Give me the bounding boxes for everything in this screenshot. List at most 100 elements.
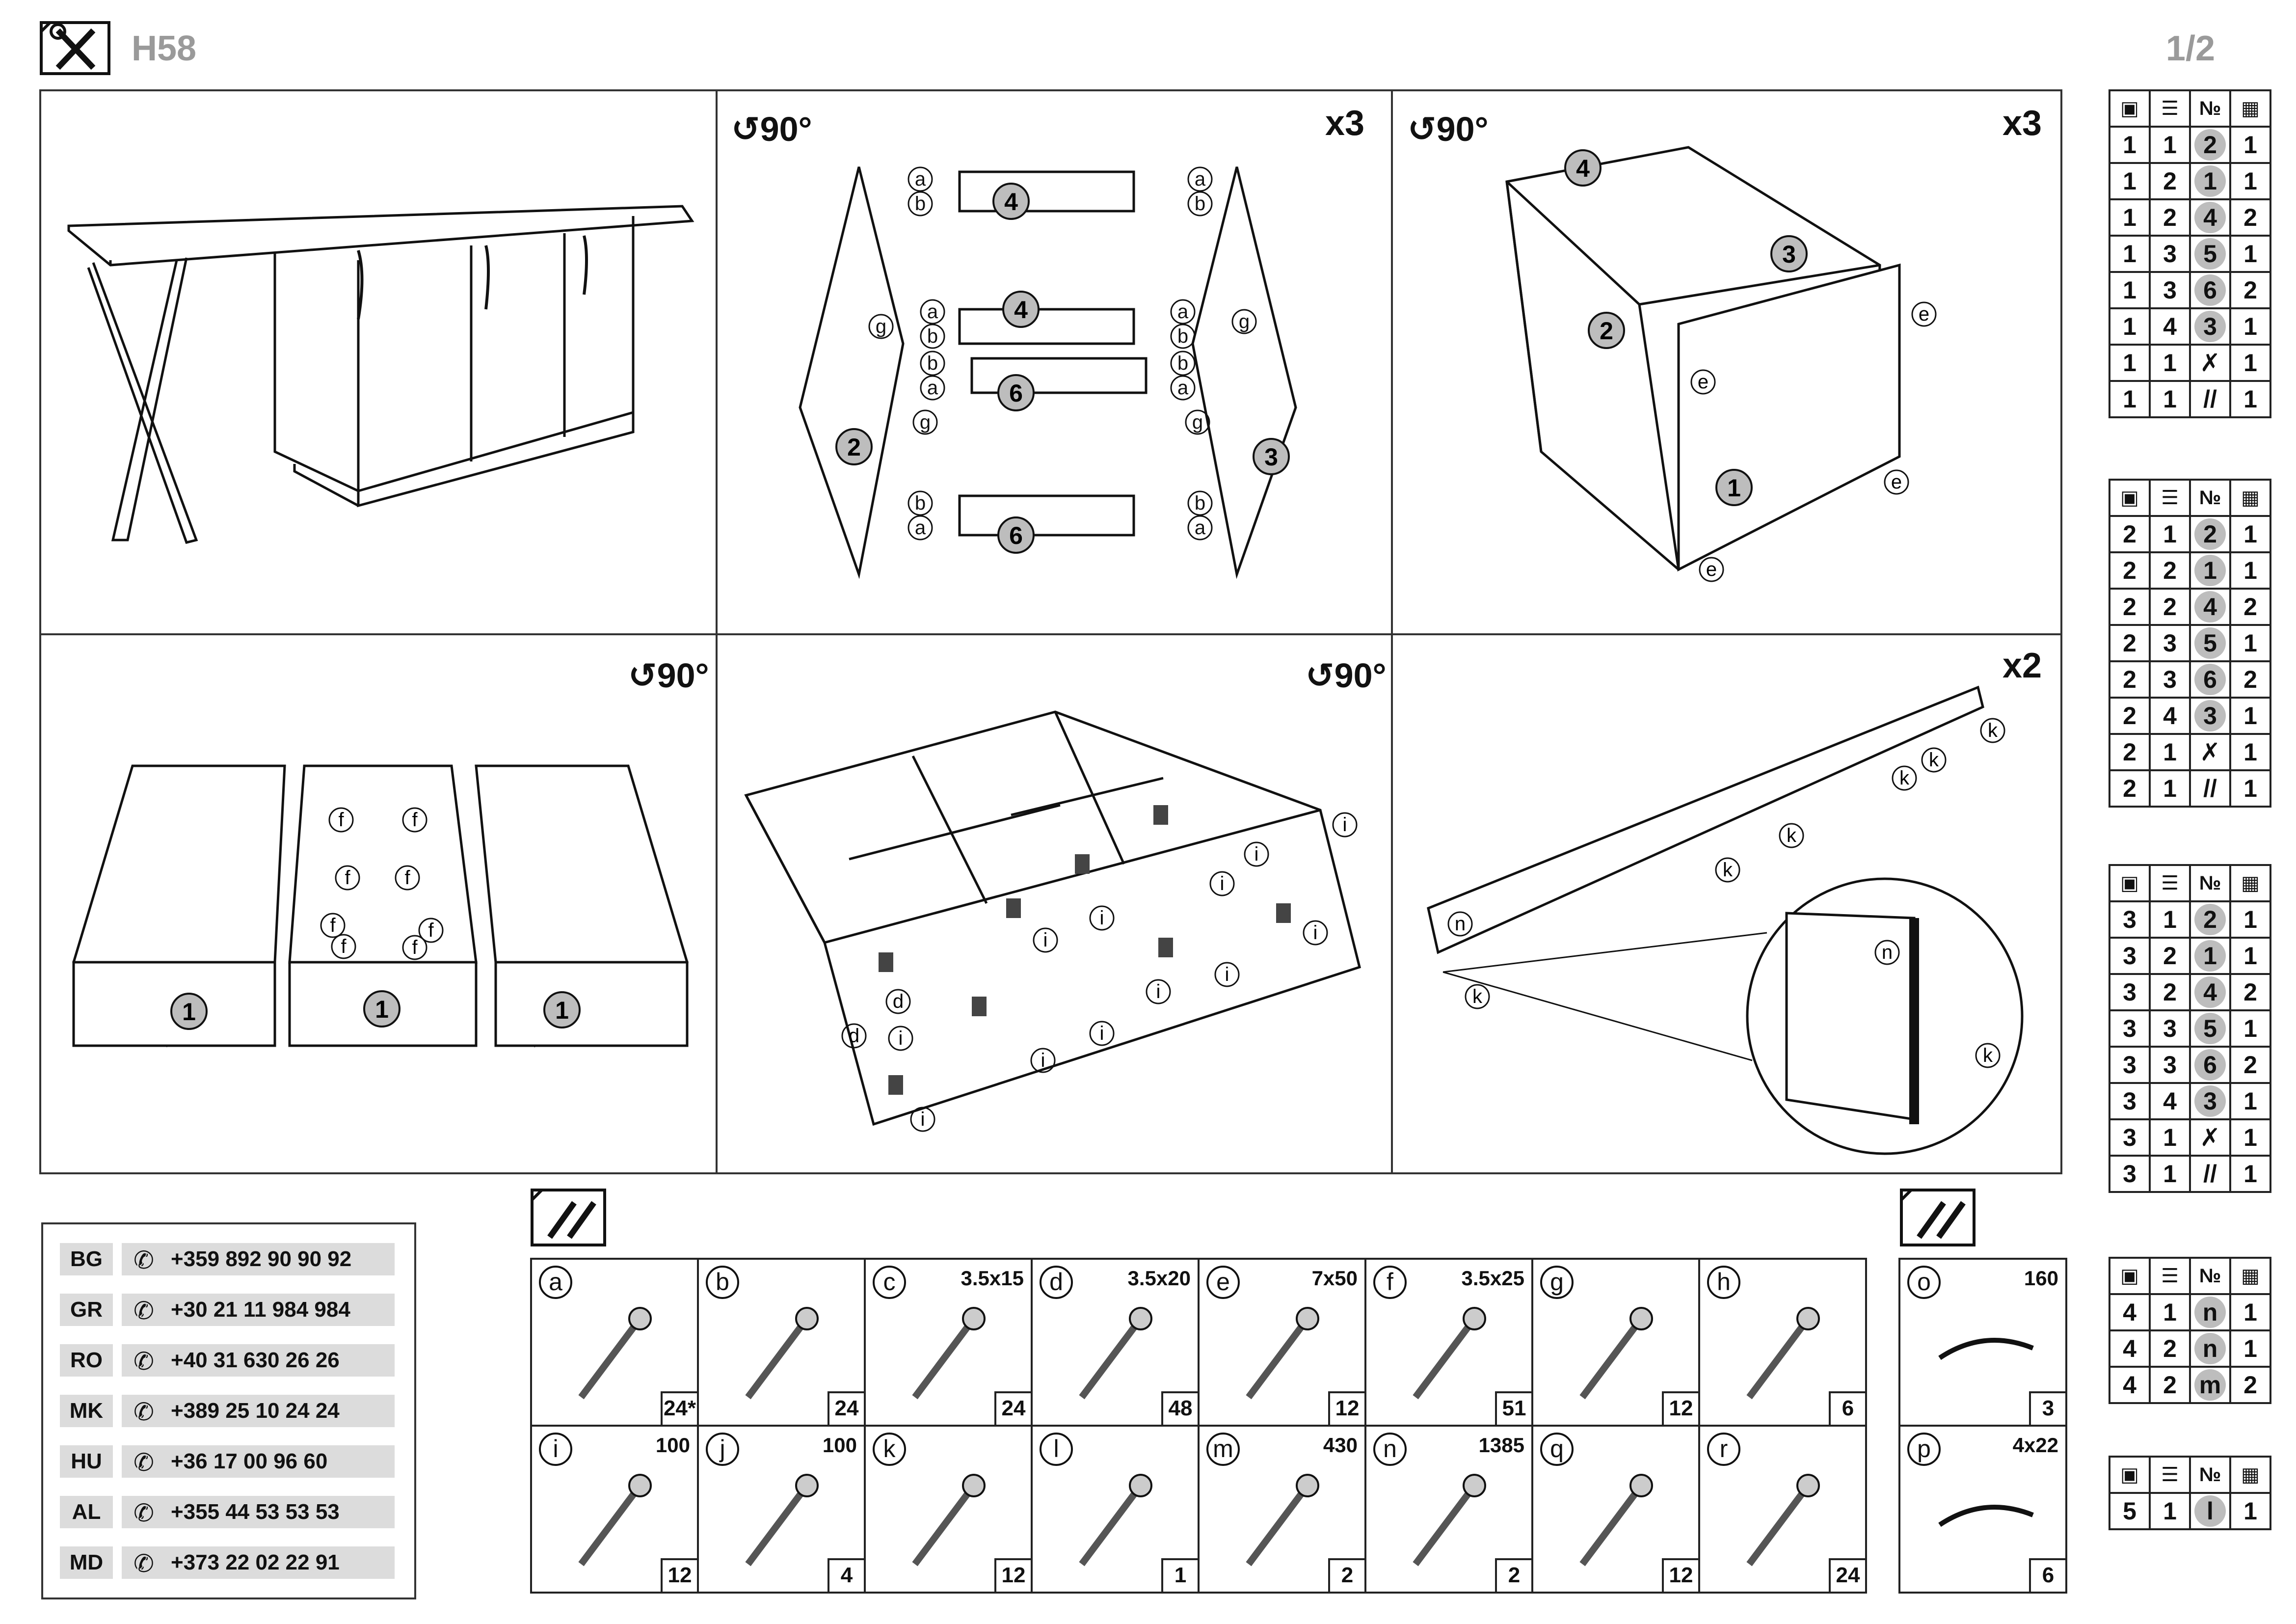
- svg-text:a: a: [1177, 301, 1189, 323]
- part-number: 2: [2194, 129, 2226, 161]
- stack-icon: ☰: [2149, 89, 2191, 128]
- part-number: m: [2194, 1369, 2226, 1401]
- part-cell: 6: [2189, 1046, 2231, 1084]
- svg-text:b: b: [927, 352, 938, 374]
- part-number: 5: [2194, 1013, 2226, 1044]
- svg-text:i: i: [1100, 907, 1104, 929]
- svg-text:d: d: [849, 1025, 859, 1047]
- stack-icon: ☰: [2149, 1456, 2191, 1494]
- phone-number: +373 22 02 22 91: [122, 1546, 395, 1579]
- step-4-rotate: 90°: [657, 656, 709, 695]
- part-cell: ✗: [2189, 733, 2231, 771]
- grid-icon: ▦: [2229, 864, 2271, 902]
- table-cell: 2: [2149, 1329, 2191, 1368]
- glide-pad-icon: [1579, 1474, 1653, 1567]
- svg-text:a: a: [1177, 377, 1189, 399]
- number-header: №: [2189, 1257, 2231, 1295]
- svg-text:f: f: [428, 920, 434, 941]
- screw-icon: [912, 1307, 986, 1400]
- item-size: 7x50: [1311, 1267, 1358, 1290]
- part-number: 4: [2194, 202, 2226, 233]
- item-size: 430: [1323, 1434, 1358, 1457]
- table-cell: 2: [2149, 162, 2191, 200]
- part-number: 2: [2194, 904, 2226, 935]
- item-size: 3.5x20: [1127, 1267, 1191, 1290]
- item-letter: k: [873, 1433, 906, 1466]
- svg-text:i: i: [1225, 964, 1229, 985]
- svg-text:b: b: [915, 492, 926, 514]
- item-letter: f: [1373, 1266, 1407, 1299]
- item-letter: n: [1373, 1433, 1407, 1466]
- shelf-pin-icon: [1579, 1307, 1653, 1400]
- svg-text:n: n: [1455, 913, 1466, 935]
- table-cell: 2: [2149, 937, 2191, 975]
- phone-icon: ✆: [133, 1246, 154, 1274]
- svg-text:i: i: [1313, 922, 1318, 944]
- item-letter: o: [1907, 1266, 1941, 1299]
- step-2-panel-illustration: 4 4 6 6 2 3 ab ab ab ab ba ba ba ba gg g…: [799, 166, 1297, 579]
- stack-icon: ☰: [2149, 479, 2191, 517]
- item-quantity: 24: [1829, 1558, 1865, 1592]
- table-cell: 1: [2149, 1118, 2191, 1157]
- part-cell: 5: [2189, 624, 2231, 662]
- svg-text:i: i: [1100, 1023, 1104, 1044]
- svg-text:e: e: [1891, 471, 1902, 493]
- table-cell: 1: [2229, 624, 2271, 662]
- phone-number: +40 31 630 26 26: [122, 1344, 395, 1377]
- svg-text:a: a: [927, 377, 938, 399]
- table-cell: 3: [2109, 1155, 2151, 1193]
- tools-icon: ✗: [2200, 349, 2220, 377]
- step-1-desk-illustration: [67, 205, 694, 544]
- svg-text:g: g: [876, 316, 886, 337]
- svg-text:6: 6: [1009, 522, 1023, 549]
- svg-text:k: k: [1983, 1045, 1993, 1066]
- table-cell: 1: [2229, 1009, 2271, 1048]
- item-letter: e: [1206, 1266, 1240, 1299]
- table-cell: 1: [2149, 126, 2191, 164]
- svg-text:d: d: [893, 991, 904, 1012]
- svg-text:g: g: [1192, 411, 1203, 433]
- table-cell: 2: [2149, 551, 2191, 590]
- table-cell: 3: [2109, 1046, 2151, 1084]
- table-cell: 1: [2229, 1082, 2271, 1120]
- corner-profile-icon: [745, 1474, 819, 1567]
- svg-text:f: f: [338, 809, 344, 831]
- svg-text:a: a: [1195, 517, 1206, 539]
- item-letter: h: [1707, 1266, 1740, 1299]
- svg-text:1: 1: [555, 997, 569, 1024]
- step-3-multiplier: x3: [2002, 104, 2042, 143]
- table-cell: 5: [2109, 1492, 2151, 1530]
- part-number: 4: [2194, 591, 2226, 623]
- table-cell: 2: [2109, 551, 2151, 590]
- svg-text:b: b: [1195, 492, 1205, 514]
- table-cell: 1: [2229, 344, 2271, 382]
- part-cell: 3: [2189, 307, 2231, 346]
- part-cell: 6: [2189, 660, 2231, 699]
- confirmat-screw-icon: [1246, 1307, 1319, 1400]
- part-number: 4: [2194, 976, 2226, 1008]
- wood-dowel-icon: [745, 1307, 819, 1400]
- handle-icon: [1938, 1338, 2034, 1360]
- svg-text:a: a: [915, 168, 926, 190]
- table-cell: 1: [2149, 380, 2191, 418]
- table-cell: 3: [2109, 1082, 2151, 1120]
- item-size: 3.5x25: [1461, 1267, 1524, 1290]
- country-code: RO: [60, 1344, 113, 1377]
- phone-number: +359 892 90 90 92: [122, 1243, 395, 1275]
- item-quantity: 6: [1829, 1391, 1865, 1425]
- item-letter: b: [706, 1266, 739, 1299]
